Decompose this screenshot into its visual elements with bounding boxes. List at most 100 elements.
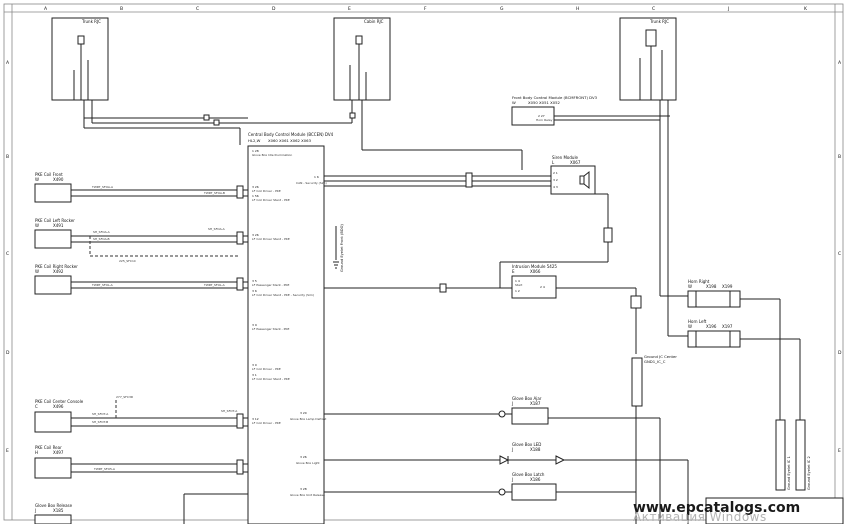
col-label: F: [424, 6, 427, 12]
svg-text:X198: X198: [706, 284, 717, 289]
svg-text:L: L: [552, 160, 555, 165]
svg-text:PKE Coil Front: PKE Coil Front: [35, 172, 63, 177]
grid-row-labels: A B C D E A B C D E: [6, 60, 842, 454]
svg-text:LF Coil Driver Stent - PKE: LF Coil Driver Stent - PKE: [252, 377, 290, 381]
siren-module: Siren Module L X067 2 1 3 2 4 3: [324, 155, 596, 195]
svg-text:Trunk RJC: Trunk RJC: [81, 19, 101, 24]
trunk-rjc-left: Trunk RJC: [51, 17, 109, 128]
svg-text:W: W: [35, 223, 39, 228]
svg-text:GND1_IC_C: GND1_IC_C: [644, 359, 666, 364]
svg-text:3 5: 3 5: [252, 279, 257, 283]
svg-text:SH_SFOA-A: SH_SFOA-A: [208, 227, 226, 231]
svg-text:Glove Box Release: Glove Box Release: [35, 503, 73, 508]
svg-text:Glove Box Light: Glove Box Light: [296, 461, 320, 465]
svg-text:LF Coil Driver - PKE: LF Coil Driver - PKE: [252, 189, 281, 193]
svg-text:SH_SFOA-B: SH_SFOA-B: [93, 237, 110, 241]
col-label: A: [44, 6, 48, 12]
svg-text:X050 X051 X052: X050 X051 X052: [528, 100, 561, 105]
col-label: C: [196, 6, 199, 12]
svg-text:3 26: 3 26: [252, 233, 259, 237]
row-label: E: [838, 448, 841, 454]
svg-text:HL2,W: HL2,W: [248, 138, 261, 143]
horn-left: Horn Left W X196 X197: [667, 118, 801, 420]
glove-box-release: Glove Box Release J X185: [34, 493, 248, 524]
svg-text:X199: X199: [722, 284, 733, 289]
svg-text:Ground Eyelet Front (BDO): Ground Eyelet Front (BDO): [340, 224, 344, 272]
svg-text:W: W: [512, 100, 516, 105]
top-wiring-bus: [84, 112, 356, 145]
row-label: E: [6, 448, 9, 454]
svg-text:Glove Box LED: Glove Box LED: [512, 442, 541, 447]
svg-text:3 9: 3 9: [252, 323, 257, 327]
row-label: D: [6, 350, 10, 356]
row-label: C: [838, 251, 841, 257]
svg-text:4 3: 4 3: [553, 185, 558, 189]
col-label: C: [652, 6, 655, 12]
svg-text:X185: X185: [53, 508, 64, 513]
svg-text:W: W: [35, 177, 39, 182]
col-label: E: [348, 6, 351, 12]
intrusion-module: Intrusion Module 5425 E X066 1 4 Start 1…: [324, 193, 636, 299]
svg-text:1 28: 1 28: [252, 149, 259, 153]
svg-text:TWRT_SFO5-A: TWRT_SFO5-A: [93, 467, 116, 471]
svg-text:J: J: [511, 477, 513, 482]
svg-text:Siren Module: Siren Module: [552, 155, 579, 160]
svg-text:X187: X187: [530, 401, 541, 406]
col-label: B: [120, 6, 123, 12]
watermark-site: www.epcatalogs.com: [633, 500, 801, 516]
row-label: D: [838, 350, 842, 356]
col-label: K: [804, 6, 808, 12]
svg-text:Horn Relay: Horn Relay: [536, 118, 553, 122]
svg-text:Central Body Control Module (B: Central Body Control Module (BCCEN) DV4: [248, 132, 334, 137]
svg-text:J: J: [511, 447, 513, 452]
svg-text:LF Coil Driver - PKE: LF Coil Driver - PKE: [252, 421, 281, 425]
svg-text:2 1: 2 1: [553, 171, 558, 175]
glove-box-latch: Glove Box Latch J X186: [324, 406, 637, 524]
svg-text:W: W: [35, 269, 39, 274]
cabin-rjc: Cabin RJC: [333, 17, 523, 170]
svg-text:1 2: 1 2: [515, 289, 520, 293]
svg-text:Horn Right: Horn Right: [688, 279, 710, 284]
svg-text:3 26: 3 26: [300, 455, 307, 459]
pke-coil-front: PKE Coil Front W X490 TWRT_SFOA-A TWRT_S…: [34, 172, 248, 203]
svg-text:3 26: 3 26: [252, 185, 259, 189]
svg-text:C: C: [35, 404, 38, 409]
svg-text:PKE Coil Rear: PKE Coil Rear: [35, 445, 62, 450]
svg-text:X492: X492: [53, 269, 64, 274]
svg-text:277_SFC3D: 277_SFC3D: [116, 395, 134, 399]
partial-module: [705, 497, 844, 524]
svg-text:X067: X067: [570, 160, 581, 165]
svg-text:2 4: 2 4: [540, 285, 545, 289]
svg-text:Glove Box Unit Release: Glove Box Unit Release: [290, 493, 325, 497]
svg-text:LF Coil Driver - PKE: LF Coil Driver - PKE: [252, 367, 281, 371]
svg-text:Intrusion Module 5425: Intrusion Module 5425: [512, 264, 557, 269]
pke-coil-left-rocker: PKE Coil Left Rocker W X491 SH_SFOA-A SH…: [34, 218, 248, 263]
svg-text:Horn Left: Horn Left: [688, 319, 707, 324]
svg-text:TWRT_SFOL-A: TWRT_SFOL-A: [203, 283, 226, 287]
svg-text:Glove Box Latch: Glove Box Latch: [512, 472, 545, 477]
svg-text:PKE Coil Left Rocker: PKE Coil Left Rocker: [35, 218, 75, 223]
pke-coil-right-rocker: PKE Coil Right Rocker W X492 TWRT_SFOL-A…: [34, 264, 248, 295]
ground-eyelet-front: Ground Eyelet Front (BDO): [333, 224, 344, 272]
ground-jc-center: Ground JC Center GND1_IC_C: [630, 288, 677, 407]
svg-text:Glove Box Idle Illumination: Glove Box Idle Illumination: [252, 153, 292, 157]
row-label: A: [838, 60, 842, 66]
svg-text:225_SFC1C: 225_SFC1C: [119, 259, 136, 263]
svg-text:TWRT_SFOL-A: TWRT_SFOL-A: [91, 283, 114, 287]
svg-text:3 12: 3 12: [252, 417, 259, 421]
diagram-frame: [3, 3, 844, 521]
svg-text:X196: X196: [706, 324, 717, 329]
svg-text:X188: X188: [530, 447, 541, 452]
pke-coil-rear: PKE Coil Rear H X497 TWRT_SFO5-A: [34, 445, 248, 479]
svg-text:H: H: [35, 450, 38, 455]
horn-right: Horn Right W X198 X199: [659, 112, 781, 420]
svg-text:3 28: 3 28: [300, 487, 307, 491]
row-label: A: [6, 60, 10, 66]
svg-text:LF Passenger Stent - PKE: LF Passenger Stent - PKE: [252, 283, 289, 287]
svg-text:Ground Eyelet IC 1: Ground Eyelet IC 1: [787, 456, 791, 490]
svg-text:X497: X497: [53, 450, 64, 455]
svg-text:E: E: [512, 269, 515, 274]
svg-text:SH_SFOT-B: SH_SFOT-B: [92, 420, 108, 424]
row-label: B: [6, 154, 9, 160]
